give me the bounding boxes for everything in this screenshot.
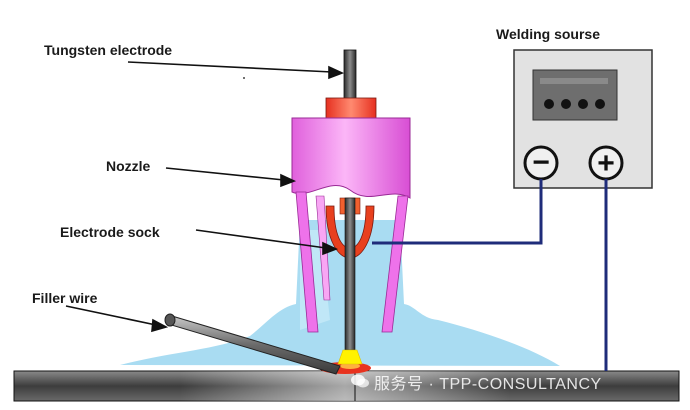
arrow-nozzle [165,167,285,181]
label-nozzle: Nozzle [106,158,151,174]
watermark-text: 服务号 · TPP-CONSULTANCY [374,376,602,393]
leader-arrows [65,61,345,333]
nozzle-leg-left [295,191,319,333]
nozzle-leg-right [381,195,409,333]
label-welding-source: Welding sourse [496,26,600,42]
label-tungsten-electrode: Tungsten electrode [44,42,173,58]
display-dot-1 [544,99,554,109]
arrow-tungsten-electrode [127,61,333,73]
filler-wire [164,313,341,375]
wechat-icon [351,374,369,388]
positive-terminal-symbol: + [597,147,615,180]
welding-arc [337,349,363,365]
label-electrode-sock: Electrode sock [60,224,160,240]
display-bar [540,78,608,84]
nozzle-body [291,117,411,199]
torch-cap [325,97,377,119]
welding-source-display [532,69,618,121]
label-filler-wire: Filler wire [32,290,98,306]
display-dot-2 [561,99,571,109]
negative-terminal-symbol: − [532,146,550,179]
display-dot-4 [595,99,605,109]
shielding-gas [120,220,560,366]
arrow-filler-wire [65,305,157,326]
weld-pool-core [340,363,360,369]
electrode-sock [325,205,375,259]
tungsten-electrode-rod [344,197,356,351]
tungsten-electrode-rod-top [343,49,357,101]
speck [243,77,245,79]
display-dot-3 [578,99,588,109]
arrow-electrode-sock [195,229,327,249]
negative-cable [372,179,543,245]
workpiece-shine [180,371,510,401]
